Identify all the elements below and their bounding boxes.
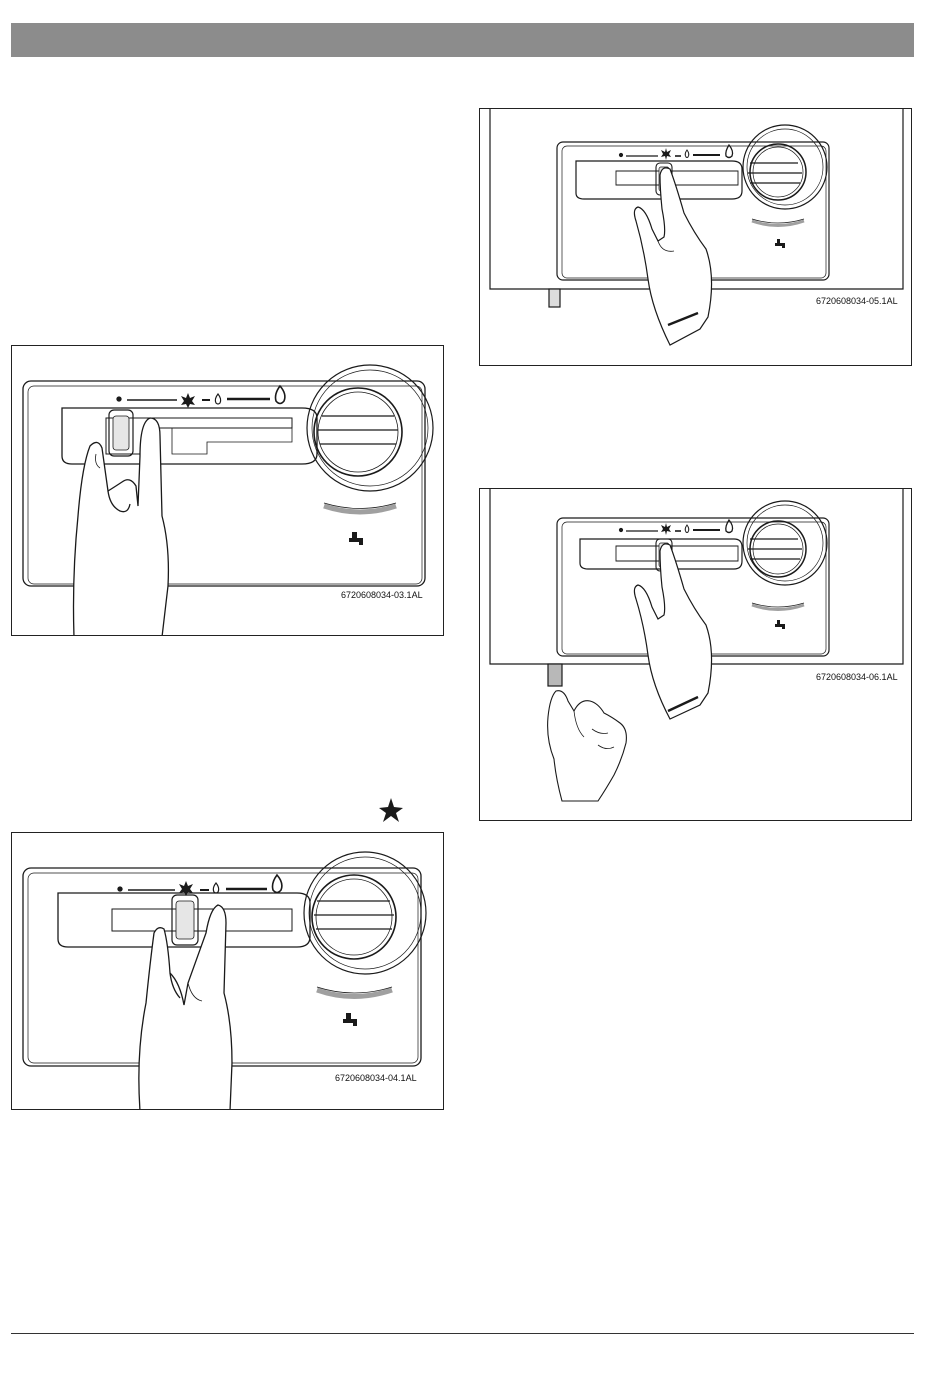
frost-symbol-icon <box>179 881 193 896</box>
hot-water-tap-icon <box>349 532 363 545</box>
small-flame-icon <box>685 525 689 533</box>
small-flame-icon <box>685 150 689 158</box>
hot-water-tap-icon <box>775 239 785 248</box>
star-icon <box>378 797 404 823</box>
figure-03: 6720608034-03.1AL <box>11 345 444 636</box>
figure-05-illustration <box>480 109 912 366</box>
figure-05: 6720608034-05.1AL <box>479 108 912 366</box>
footer-rule <box>11 1333 914 1334</box>
figure-04-illustration <box>12 833 444 1110</box>
figure-code-label: 6720608034-06.1AL <box>816 672 898 682</box>
hot-water-tap-icon <box>775 620 785 629</box>
figure-06-illustration <box>480 489 912 821</box>
figure-04: 6720608034-04.1AL <box>11 832 444 1110</box>
large-flame-icon <box>726 145 733 158</box>
figure-06: 6720608034-06.1AL <box>479 488 912 821</box>
small-flame-icon <box>213 883 218 893</box>
large-flame-icon <box>273 875 282 893</box>
figure-code-label: 6720608034-04.1AL <box>335 1073 417 1083</box>
figure-code-label: 6720608034-03.1AL <box>341 590 423 600</box>
frost-symbol-icon <box>661 523 671 535</box>
large-flame-icon <box>276 386 285 404</box>
header-bar <box>11 23 914 57</box>
figure-code-label: 6720608034-05.1AL <box>816 296 898 306</box>
hot-water-tap-icon <box>343 1013 357 1026</box>
small-flame-icon <box>215 394 220 404</box>
frost-symbol-icon <box>661 148 671 160</box>
frost-symbol-icon <box>181 393 195 408</box>
